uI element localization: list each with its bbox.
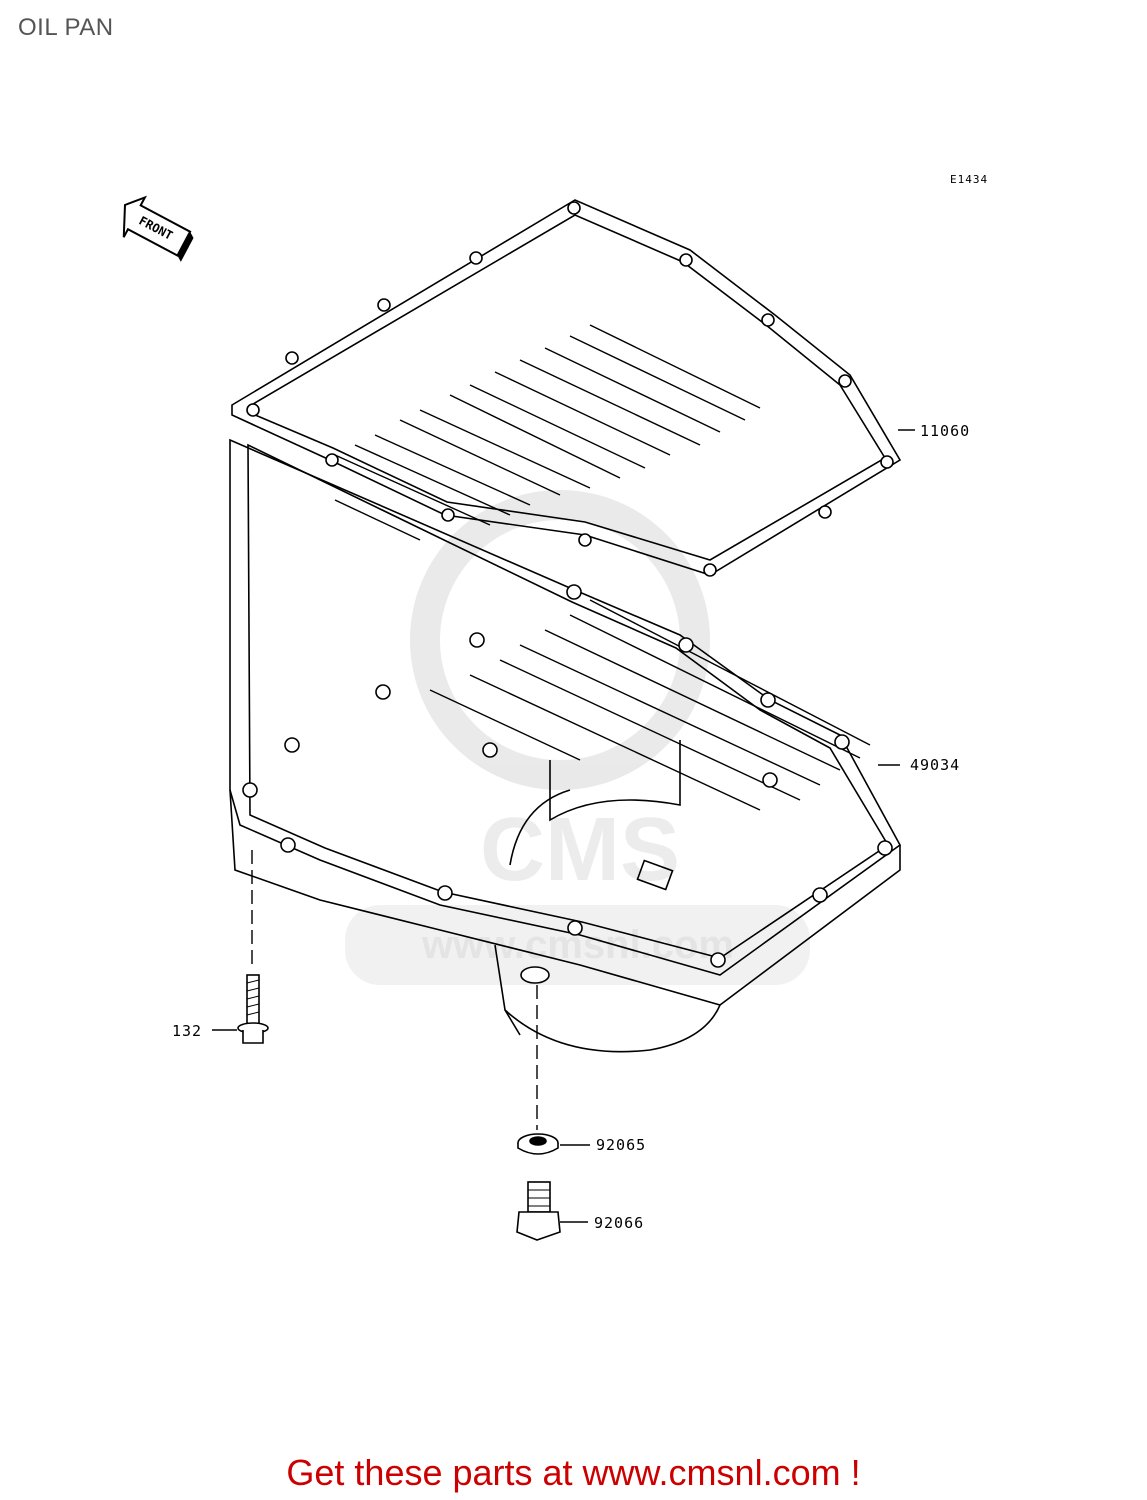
oil-pan-49034	[229, 324, 902, 1053]
bolt-132	[237, 974, 269, 1044]
part-label-132: 132	[172, 1022, 202, 1040]
watermark-logo: www.cmsnl.com CMS	[345, 490, 810, 985]
diagram-code: E1434	[950, 173, 988, 186]
gasket-11060	[231, 199, 902, 577]
drain-plug-92066	[516, 1181, 561, 1241]
watermark-logo-text: CMS	[480, 800, 680, 900]
call-to-action-link[interactable]: Get these parts at www.cmsnl.com !	[286, 1452, 861, 1493]
page-title: OIL PAN	[18, 14, 114, 41]
part-label-11060: 11060	[920, 422, 970, 440]
part-label-49034: 49034	[910, 756, 960, 774]
part-label-92066: 92066	[594, 1214, 644, 1232]
front-arrow-icon: FRONT	[122, 195, 194, 262]
part-label-92065: 92065	[596, 1136, 646, 1154]
washer-92065	[517, 1133, 559, 1155]
